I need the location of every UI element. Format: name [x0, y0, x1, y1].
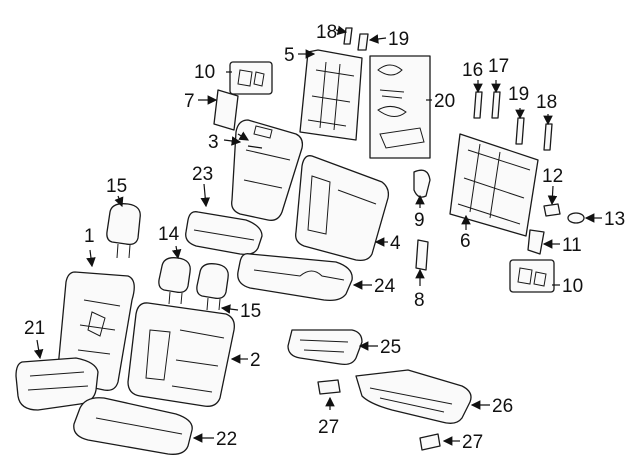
label-10-bottom: 10 [562, 276, 583, 297]
label-2: 2 [250, 350, 261, 371]
part-13-pin [567, 212, 585, 224]
label-5: 5 [284, 45, 295, 66]
part-27-clip-right [419, 433, 441, 451]
part-7-hinge-bracket [213, 89, 239, 131]
label-20: 20 [434, 91, 455, 112]
label-21: 21 [24, 318, 45, 339]
label-15-bottom: 15 [240, 301, 261, 322]
part-15-headrest-left [106, 203, 141, 259]
label-22: 22 [216, 429, 237, 450]
leader-lines [33, 25, 602, 446]
label-17: 17 [488, 56, 509, 77]
label-24: 24 [374, 276, 396, 297]
part-4-seatback-right [295, 155, 390, 262]
label-12: 12 [542, 166, 563, 187]
part-24-seat-cushion [237, 253, 353, 302]
label-14: 14 [158, 224, 180, 245]
part-12-cap [543, 203, 561, 217]
label-7: 7 [184, 91, 195, 112]
label-19-right: 19 [508, 84, 529, 105]
label-9: 9 [414, 210, 425, 231]
label-16: 16 [462, 60, 483, 81]
part-2-seatback-right [127, 302, 235, 407]
part-27-clip-left [317, 379, 341, 395]
label-4: 4 [390, 233, 401, 254]
part-23-seat-pad [185, 211, 263, 256]
label-8: 8 [414, 290, 425, 311]
part-8-bracket [415, 239, 429, 271]
part-10-latch-cover-top [229, 61, 273, 95]
part-9-latch [413, 169, 431, 198]
part-10-latch-cover-bottom [509, 259, 555, 293]
label-27-left: 27 [318, 417, 339, 438]
part-21-cushion-left [15, 357, 99, 411]
label-3: 3 [208, 132, 219, 153]
label-26: 26 [492, 396, 513, 417]
label-19-top: 19 [388, 29, 409, 50]
part-22-cushion-bottom [73, 397, 193, 455]
part-20-hardware-kit [369, 55, 431, 159]
label-13: 13 [604, 209, 625, 230]
part-19-bolt-top [357, 33, 369, 51]
part-16-bolt [473, 91, 483, 119]
part-5-seatback-frame [299, 49, 363, 141]
label-1: 1 [84, 226, 95, 247]
part-18-bolt-top [343, 27, 353, 45]
label-10-top: 10 [194, 62, 215, 83]
label-15-top: 15 [106, 176, 127, 197]
part-17-bolt [491, 91, 501, 119]
part-19-bolt-right [515, 117, 525, 145]
label-18-top: 18 [316, 22, 337, 43]
label-27-right: 27 [462, 432, 483, 453]
label-25: 25 [380, 337, 401, 358]
part-15-headrest-right [196, 263, 229, 311]
part-3-seatback-center [231, 119, 304, 221]
label-6: 6 [460, 231, 471, 252]
callout-labels: 1 2 3 4 5 6 7 8 9 10 10 11 12 13 14 15 1… [24, 22, 625, 453]
part-11-bracket [527, 229, 545, 255]
part-6-seatback-frame-right [449, 133, 539, 237]
part-14-headrest [158, 257, 191, 305]
label-11: 11 [562, 235, 582, 256]
part-26-floor-pan [355, 369, 472, 424]
label-23: 23 [192, 164, 213, 185]
part-18-bolt-right [543, 123, 553, 151]
label-18-right: 18 [536, 92, 557, 113]
part-25-seat-bracket [287, 329, 363, 366]
